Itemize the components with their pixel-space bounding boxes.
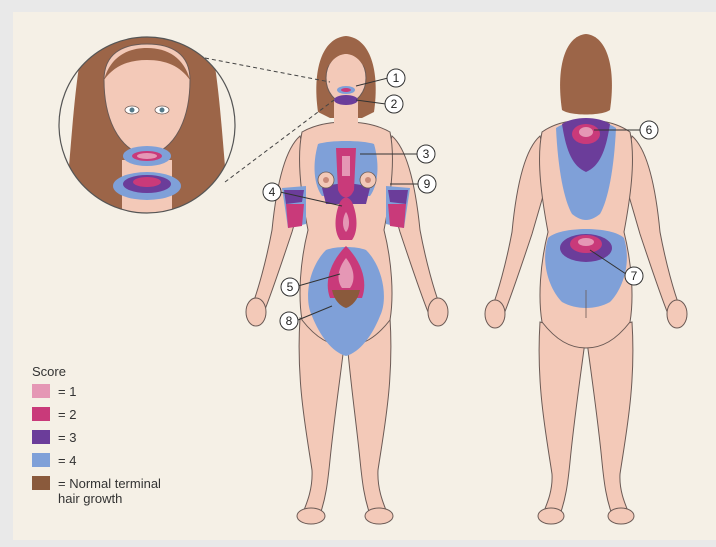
score-legend: Score = 1 = 2 = 3 = 4 = Normal terminal …	[32, 364, 222, 512]
front-left-hand	[246, 298, 266, 326]
callout-4-label: 4	[269, 185, 276, 199]
legend-swatch-3	[32, 430, 50, 444]
legend-swatch-2	[32, 407, 50, 421]
callout-7-label: 7	[631, 269, 638, 283]
back-upper-zone-1	[579, 127, 593, 137]
inset-left-pupil	[130, 108, 135, 113]
callout-1-label: 1	[393, 71, 400, 85]
front-lip-inner	[341, 88, 351, 92]
callout-8-label: 8	[286, 314, 293, 328]
front-left-foot	[297, 508, 325, 524]
legend-label-3: = 3	[58, 430, 76, 445]
legend-swatch-normal	[32, 476, 50, 490]
front-right-forearm-zone	[388, 204, 406, 228]
front-right-foot	[365, 508, 393, 524]
front-right-nipple	[365, 177, 371, 183]
legend-label-normal: = Normal terminal hair growth	[58, 476, 161, 506]
inset-lip-zone-1	[137, 153, 157, 159]
back-left-hand	[485, 300, 505, 328]
legend-swatch-1	[32, 384, 50, 398]
front-chin-zone	[334, 95, 358, 105]
front-right-hand	[428, 298, 448, 326]
legend-item-score-4: = 4	[32, 453, 222, 476]
inset-right-pupil	[160, 108, 165, 113]
legend-item-score-1: = 1	[32, 384, 222, 407]
legend-label-4: = 4	[58, 453, 76, 468]
legend-item-normal-hair: = Normal terminal hair growth	[32, 476, 222, 512]
legend-item-score-3: = 3	[32, 430, 222, 453]
callout-9-label: 9	[424, 177, 431, 191]
legend-swatch-4	[32, 453, 50, 467]
back-left-foot	[538, 508, 564, 524]
callout-6-label: 6	[646, 123, 653, 137]
legend-label-1: = 1	[58, 384, 76, 399]
legend-label-normal-line2: hair growth	[58, 491, 122, 506]
back-right-foot	[608, 508, 634, 524]
legend-label-normal-line1: = Normal terminal	[58, 476, 161, 491]
front-sternum-light	[342, 156, 350, 176]
back-right-hand	[667, 300, 687, 328]
callout-5-label: 5	[287, 280, 294, 294]
front-right-arm-band	[388, 190, 408, 204]
callout-3-label: 3	[423, 147, 430, 161]
legend-item-score-2: = 2	[32, 407, 222, 430]
front-left-nipple	[323, 177, 329, 183]
legend-title: Score	[32, 364, 222, 379]
legend-label-2: = 2	[58, 407, 76, 422]
callout-2-label: 2	[391, 97, 398, 111]
inset-chin-zone-2	[133, 177, 161, 187]
front-left-forearm-zone	[286, 204, 304, 228]
back-lower-zone-1	[578, 238, 594, 246]
